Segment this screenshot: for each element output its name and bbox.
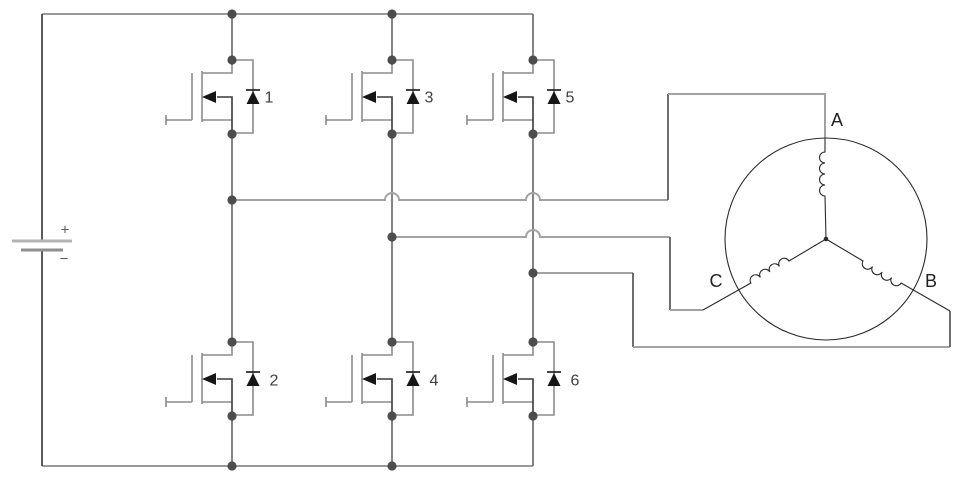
winding-b [825,238,951,312]
phase-c-label: C [710,271,723,291]
battery: + − [12,222,72,268]
junction-dot [387,411,397,421]
mosfet-3 [325,59,421,134]
junction-dot [528,411,538,421]
mosfet-3-label: 3 [425,90,434,107]
phase-a-top-run [668,93,826,139]
junction-dot [528,337,538,347]
junction-dot [227,9,237,19]
mosfet-4-label: 4 [430,373,439,390]
junction-dot [387,337,397,347]
winding-c [702,238,827,311]
junction-dot [528,129,538,139]
junction-dot [227,461,237,471]
phase-a-wire [232,93,826,201]
junction-dot [387,55,397,65]
phase-a-label: A [831,110,843,130]
junction-dot [528,268,538,278]
junction-dot [227,55,237,65]
junction-dot [387,9,397,19]
mosfet-5-label: 5 [566,90,575,107]
phase-b-label: B [925,271,937,291]
phase-c-wire [392,229,703,311]
motor-circle [724,137,928,341]
mosfet-2-label: 2 [270,373,279,390]
mosfet-1-label: 1 [265,90,274,107]
phase-a-horizontal [232,192,668,201]
junction-dot [227,129,237,139]
junction-dot [227,411,237,421]
battery-plus-label: + [61,222,70,239]
junction-dot [528,55,538,65]
junction-dot [387,461,397,471]
phase-c-horizontal [392,229,670,238]
junction-dot [227,195,237,205]
mosfet-6 [466,341,562,416]
phase-b-wire [533,272,951,348]
mosfet-2 [165,341,261,416]
motor: A B C [702,110,951,341]
battery-minus-label: − [60,251,69,268]
junction-dot [227,337,237,347]
junction-dot [387,129,397,139]
junction-dot [387,232,397,242]
mosfet-1 [165,59,261,134]
mosfet-6-label: 6 [571,373,580,390]
winding-a [819,139,827,240]
mosfet-4 [325,341,421,416]
mosfet-5 [466,59,562,134]
junction-dots [227,9,538,471]
